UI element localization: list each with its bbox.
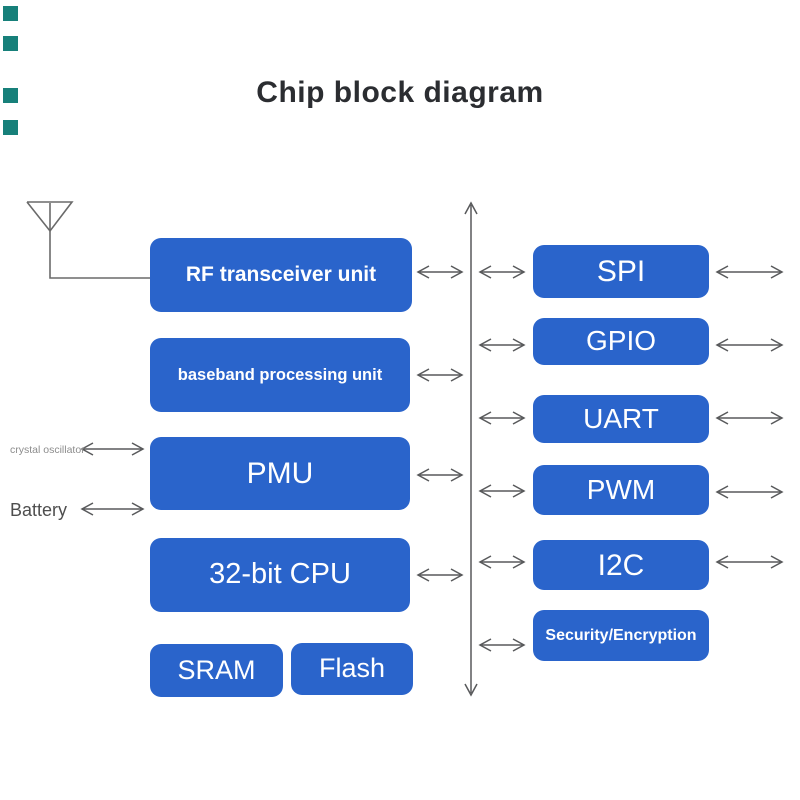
- block-rf-transceiver: RF transceiver unit: [150, 238, 412, 312]
- block-pwm: PWM: [533, 465, 709, 515]
- block-security-encryption: Security/Encryption: [533, 610, 709, 661]
- block-i2c: I2C: [533, 540, 709, 590]
- block-flash: Flash: [291, 643, 413, 695]
- block-uart: UART: [533, 395, 709, 443]
- bidirectional-arrow-pmu-bus: [416, 468, 464, 482]
- page-title: Chip block diagram: [256, 76, 544, 109]
- bidirectional-arrow-bus-pwm: [478, 484, 526, 498]
- block-spi: SPI: [533, 245, 709, 298]
- bidirectional-arrow-spi-pins: [715, 265, 784, 279]
- thumbnail-edge-marker: [3, 6, 18, 21]
- label-battery: Battery: [10, 500, 68, 520]
- block-gpio: GPIO: [533, 318, 709, 365]
- bidirectional-arrow-gpio-pins: [715, 338, 784, 352]
- bidirectional-arrow-cpu-bus: [416, 568, 464, 582]
- bidirectional-arrow-uart-pins: [715, 411, 784, 425]
- block-sram: SRAM: [150, 644, 283, 697]
- bidirectional-arrow-bus-uart: [478, 411, 526, 425]
- antenna-icon: [26, 201, 150, 279]
- bidirectional-arrow-bus-gpio: [478, 338, 526, 352]
- bidirectional-arrow-bus-security: [478, 638, 526, 652]
- thumbnail-edge-marker: [3, 120, 18, 135]
- bidirectional-arrow-battery-pmu: [80, 502, 145, 516]
- block-baseband-processing: baseband processing unit: [150, 338, 410, 412]
- bidirectional-arrow-pwm-pins: [715, 485, 784, 499]
- system-bus-arrow: [464, 201, 478, 697]
- bidirectional-arrow-crystal-pmu: [80, 442, 145, 456]
- bidirectional-arrow-bus-i2c: [478, 555, 526, 569]
- thumbnail-edge-marker: [3, 88, 18, 103]
- thumbnail-edge-marker: [3, 36, 18, 51]
- bidirectional-arrow-bus-spi: [478, 265, 526, 279]
- label-crystal-oscillator: crystal oscillator: [10, 444, 85, 456]
- bidirectional-arrow-rf-bus: [416, 265, 464, 279]
- bidirectional-arrow-i2c-pins: [715, 555, 784, 569]
- bidirectional-arrow-baseband-bus: [416, 368, 464, 382]
- block-pmu: PMU: [150, 437, 410, 510]
- block-cpu: 32-bit CPU: [150, 538, 410, 612]
